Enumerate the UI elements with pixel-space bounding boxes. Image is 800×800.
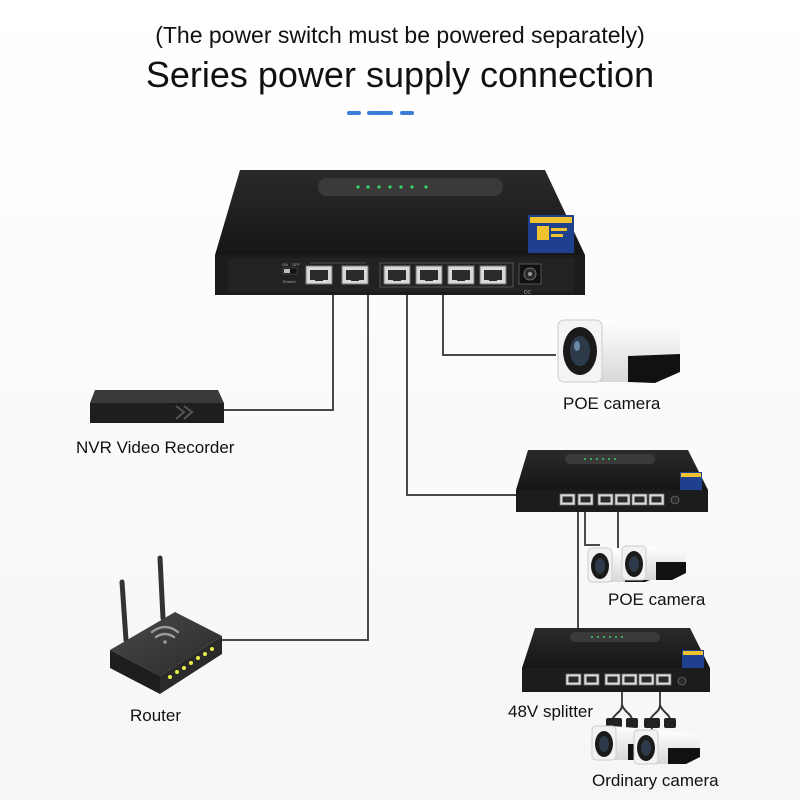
svg-text:ON: ON xyxy=(282,262,288,267)
subtitle: (The power switch must be powered separa… xyxy=(155,22,645,48)
label-poe-camera-top: POE camera xyxy=(563,394,661,413)
dash xyxy=(347,111,361,115)
poe-switch-2-icon xyxy=(516,450,708,512)
svg-text:DC: DC xyxy=(524,290,532,296)
label-splitter: 48V splitter xyxy=(508,702,594,721)
dc-power-jack-icon: DC xyxy=(518,263,542,296)
label-poe-camera-mid: POE camera xyxy=(608,590,706,609)
svg-text:Extend: Extend xyxy=(283,279,295,284)
dash xyxy=(400,111,414,115)
label-ordinary-camera: Ordinary camera xyxy=(592,771,719,790)
uplink-ports xyxy=(305,262,369,285)
cable-switch-to-nvr xyxy=(223,290,334,411)
label-nvr: NVR Video Recorder xyxy=(76,438,235,457)
router-leds xyxy=(168,647,214,679)
svg-text:OFF: OFF xyxy=(292,262,301,267)
nvr-icon xyxy=(90,390,224,423)
poe-switch-3-icon xyxy=(522,628,710,692)
label-router: Router xyxy=(130,706,182,725)
cable-switch-to-switch2 xyxy=(406,290,518,496)
dip-switch-icon: ON OFF Extend xyxy=(282,262,301,284)
poe-camera-mid-icon xyxy=(587,545,686,583)
cables xyxy=(222,290,661,705)
poe-sticker-icon xyxy=(528,215,574,253)
title-underline-dashes xyxy=(347,111,417,117)
wifi-icon xyxy=(150,625,180,644)
ordinary-camera-icon xyxy=(591,725,700,765)
cable-switch-to-router xyxy=(222,290,369,641)
poe-ports xyxy=(379,262,514,288)
main-poe-switch-icon: ON OFF Extend DC xyxy=(215,170,585,296)
cable-switch-to-poe-camera xyxy=(442,290,556,356)
dash xyxy=(367,111,393,115)
page-title: Series power supply connection xyxy=(145,54,655,95)
cable-switch2-to-camera-a xyxy=(584,505,600,546)
poe-camera-top-icon xyxy=(557,319,680,383)
router-icon xyxy=(110,555,222,694)
status-leds xyxy=(356,185,428,189)
